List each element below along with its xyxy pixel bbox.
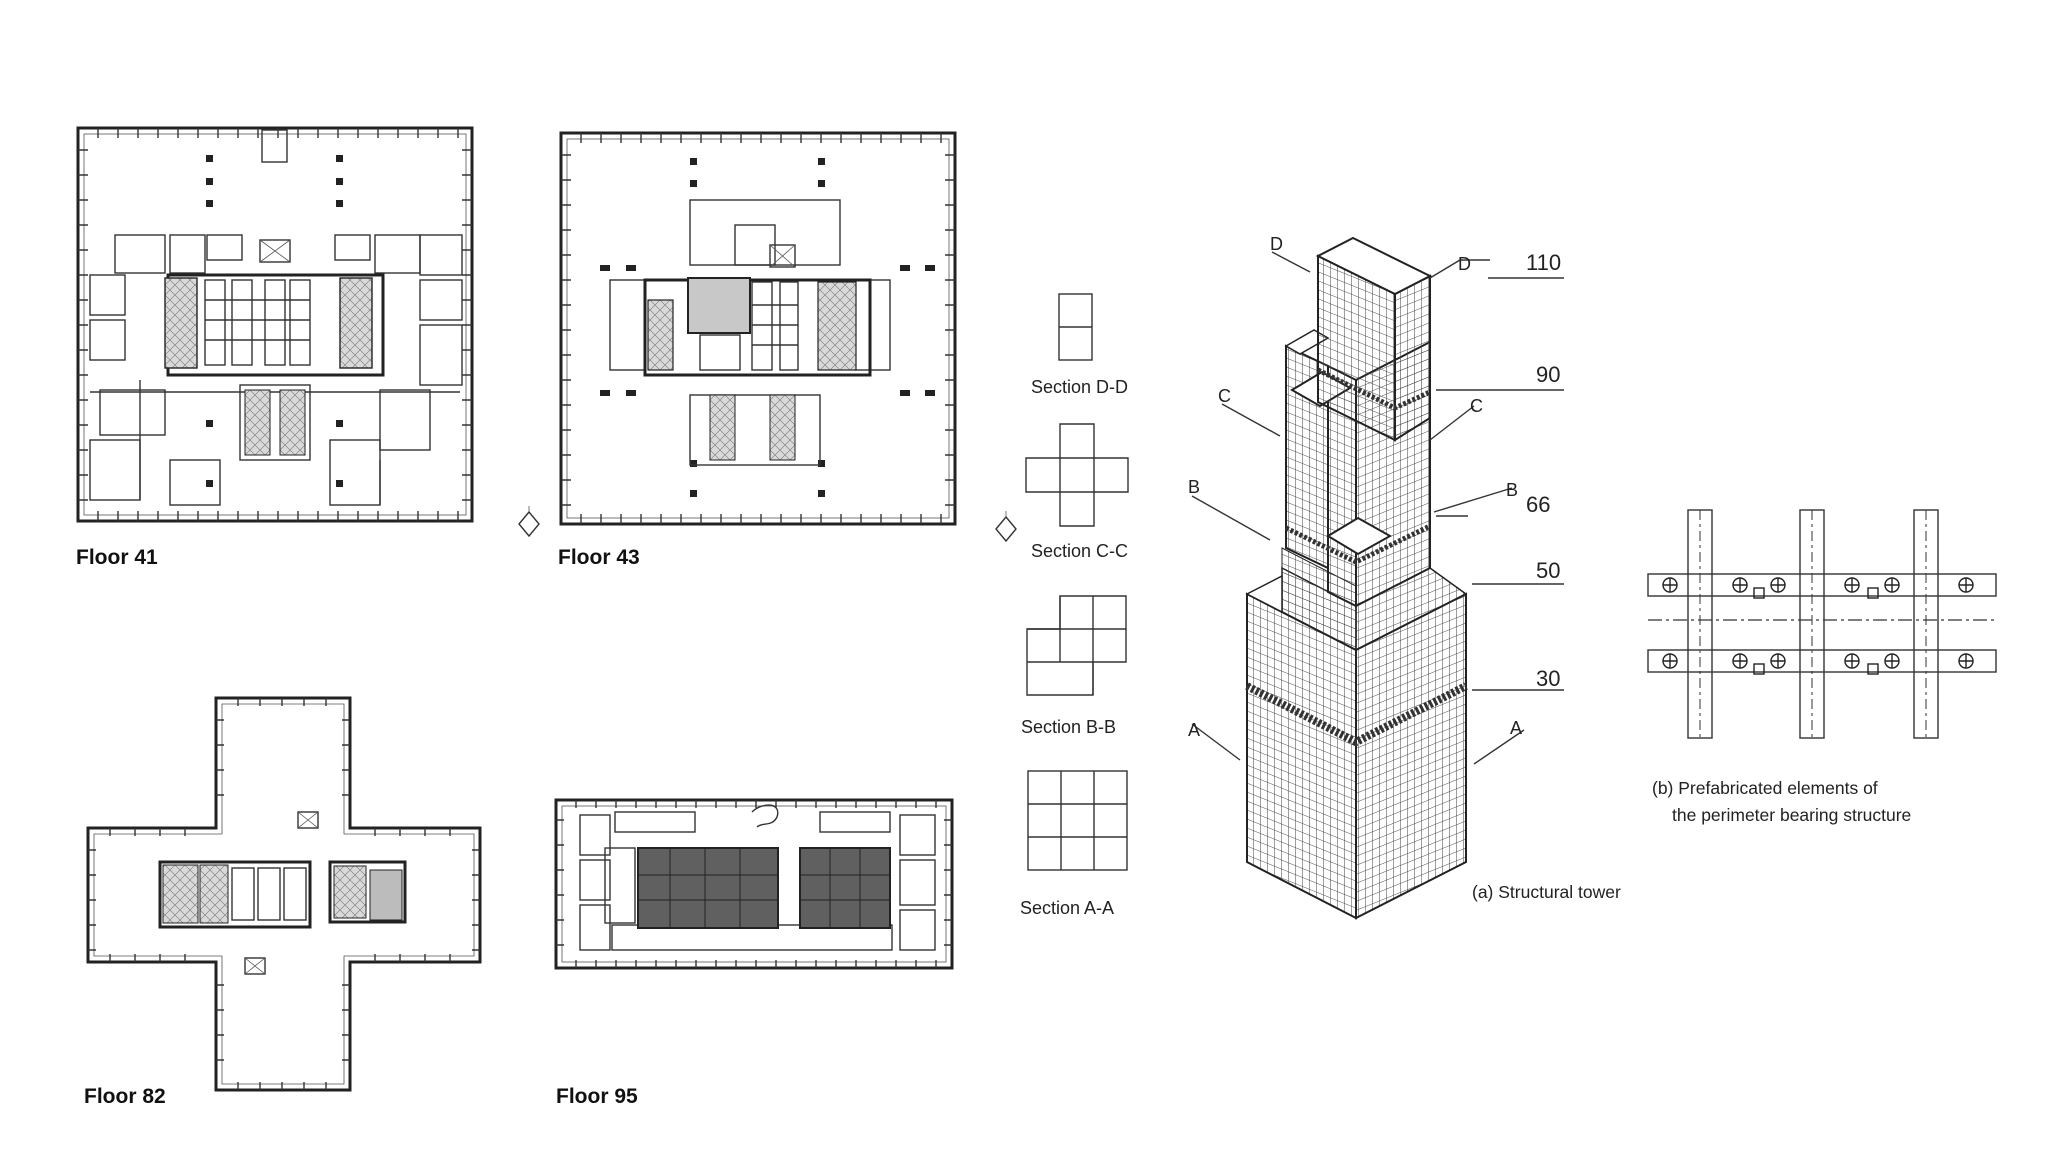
north-arrow-icon (995, 511, 1017, 543)
level-90-label: 90 (1536, 362, 1560, 387)
section-d-d-diagram (1058, 293, 1093, 361)
section-mark-c-right: C (1470, 396, 1483, 416)
section-c-c-diagram (1025, 423, 1129, 527)
floor-43-label: Floor 43 (558, 546, 640, 569)
section-d-d-label: Section D-D (1031, 377, 1128, 397)
prefab-elements-diagram (1647, 509, 1997, 739)
section-mark-a-right: A (1510, 718, 1522, 738)
section-c-c-label: Section C-C (1031, 541, 1128, 561)
level-110-label: 110 (1526, 250, 1561, 275)
section-a-a-label: Section A-A (1020, 898, 1114, 918)
section-mark-c-left: C (1218, 386, 1231, 406)
prefab-caption-line2: the perimeter bearing structure (1672, 805, 1911, 825)
section-mark-d-right: D (1458, 254, 1471, 274)
section-mark-b-left: B (1188, 477, 1200, 497)
prefab-caption-line1: (b) Prefabricated elements of (1652, 778, 1878, 798)
section-b-b-diagram (1026, 595, 1127, 696)
level-30-label: 30 (1536, 666, 1560, 691)
structural-tower (1245, 236, 1468, 920)
floor-43-plan (559, 131, 957, 526)
level-50-label: 50 (1536, 558, 1560, 583)
floor-95-plan (554, 798, 954, 970)
floor-41-plan (76, 126, 474, 523)
section-mark-d-left: D (1270, 234, 1283, 254)
section-mark-a-left: A (1188, 720, 1200, 740)
north-arrow-icon (518, 506, 540, 538)
section-marks (1191, 251, 1564, 765)
section-b-b-label: Section B-B (1021, 717, 1116, 737)
floor-82-plan (86, 696, 482, 1092)
floor-41-label: Floor 41 (76, 546, 158, 569)
level-66-label: 66 (1526, 492, 1550, 517)
section-a-a-diagram (1027, 770, 1128, 871)
floor-82-label: Floor 82 (84, 1085, 166, 1108)
section-mark-b-right: B (1506, 480, 1518, 500)
floor-95-label: Floor 95 (556, 1085, 638, 1108)
tower-caption: (a) Structural tower (1472, 882, 1621, 902)
